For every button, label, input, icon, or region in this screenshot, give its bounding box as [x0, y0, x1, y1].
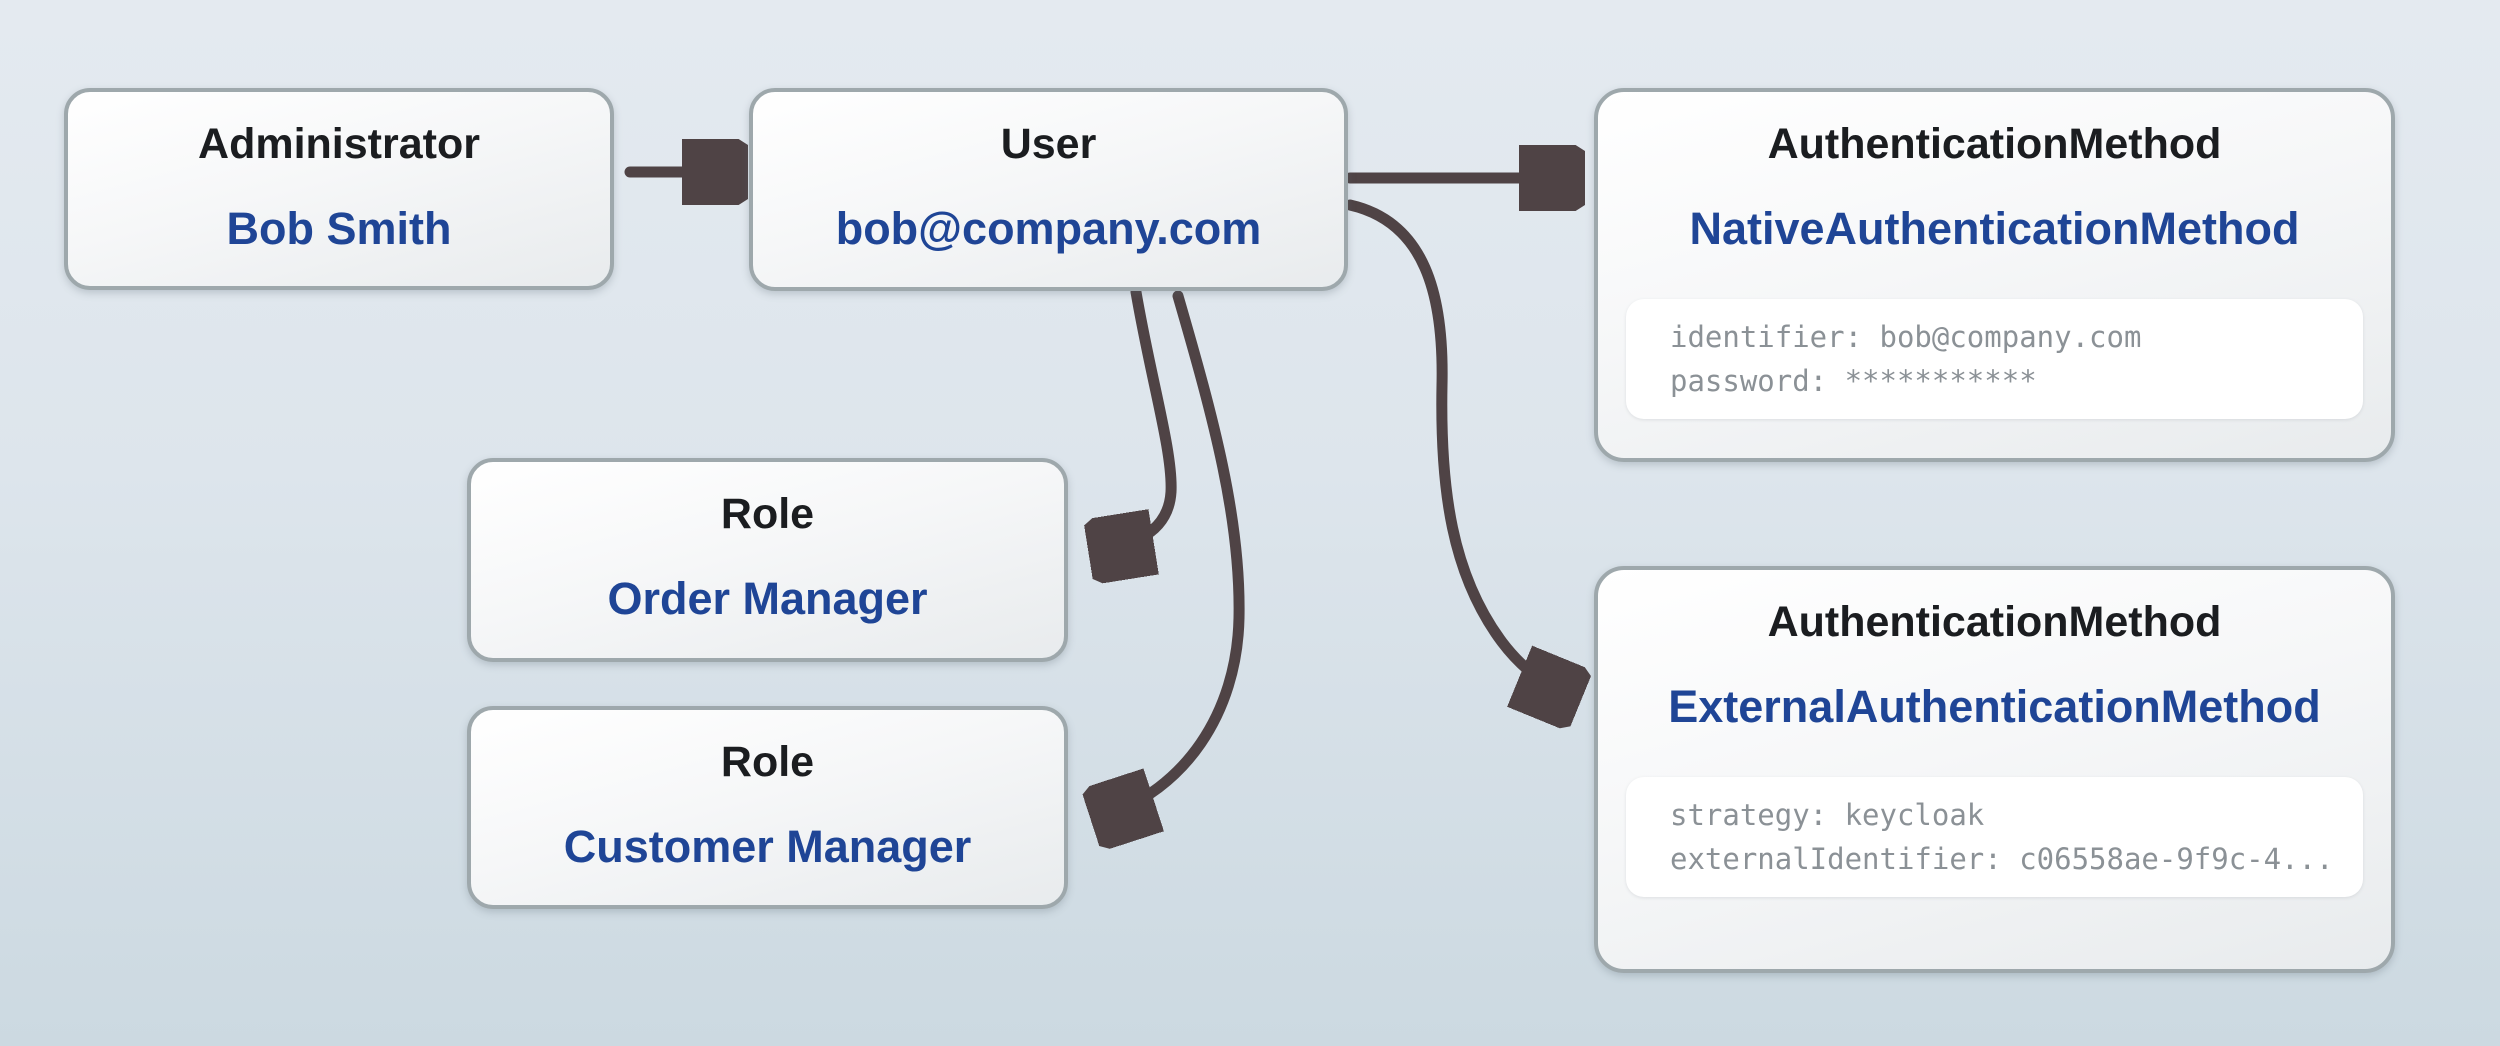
node-type-label: Administrator: [198, 120, 480, 168]
node-type-label: Role: [720, 490, 815, 538]
edge-user-to-role-customer: [1104, 290, 1245, 816]
node-native-authentication-method: AuthenticationMethod NativeAuthenticatio…: [1594, 88, 2395, 462]
properties-panel: identifier: bob@company.com password: **…: [1626, 299, 2363, 419]
node-external-authentication-method: AuthenticationMethod ExternalAuthenticat…: [1594, 566, 2395, 973]
node-type-label: AuthenticationMethod: [1767, 120, 2222, 168]
node-value: Order Manager: [607, 573, 928, 624]
node-value: Bob Smith: [226, 203, 452, 254]
node-role-order-manager: Role Order Manager: [467, 458, 1068, 662]
property-line-strategy: strategy: keycloak: [1670, 798, 1985, 832]
node-type-label: AuthenticationMethod: [1767, 598, 2222, 646]
properties-panel: strategy: keycloak externalIdentifier: c…: [1626, 777, 2363, 897]
property-line-external-identifier: externalIdentifier: c06558ae-9f9c-4...: [1670, 842, 2334, 876]
property-line-password: password: ***********: [1670, 364, 2037, 398]
property-line-identifier: identifier: bob@company.com: [1670, 320, 2142, 354]
node-value: NativeAuthenticationMethod: [1689, 203, 2300, 254]
edge-user-to-external-auth: [1344, 199, 1568, 696]
edge-user-to-role-order: [1102, 286, 1177, 550]
node-value: Customer Manager: [563, 821, 972, 872]
node-user: User bob@company.com: [749, 88, 1348, 291]
node-administrator: Administrator Bob Smith: [64, 88, 614, 290]
node-role-customer-manager: Role Customer Manager: [467, 706, 1068, 909]
node-value: ExternalAuthenticationMethod: [1668, 681, 2321, 732]
node-type-label: User: [1000, 120, 1097, 168]
node-value: bob@company.com: [835, 203, 1262, 254]
node-type-label: Role: [720, 738, 815, 786]
